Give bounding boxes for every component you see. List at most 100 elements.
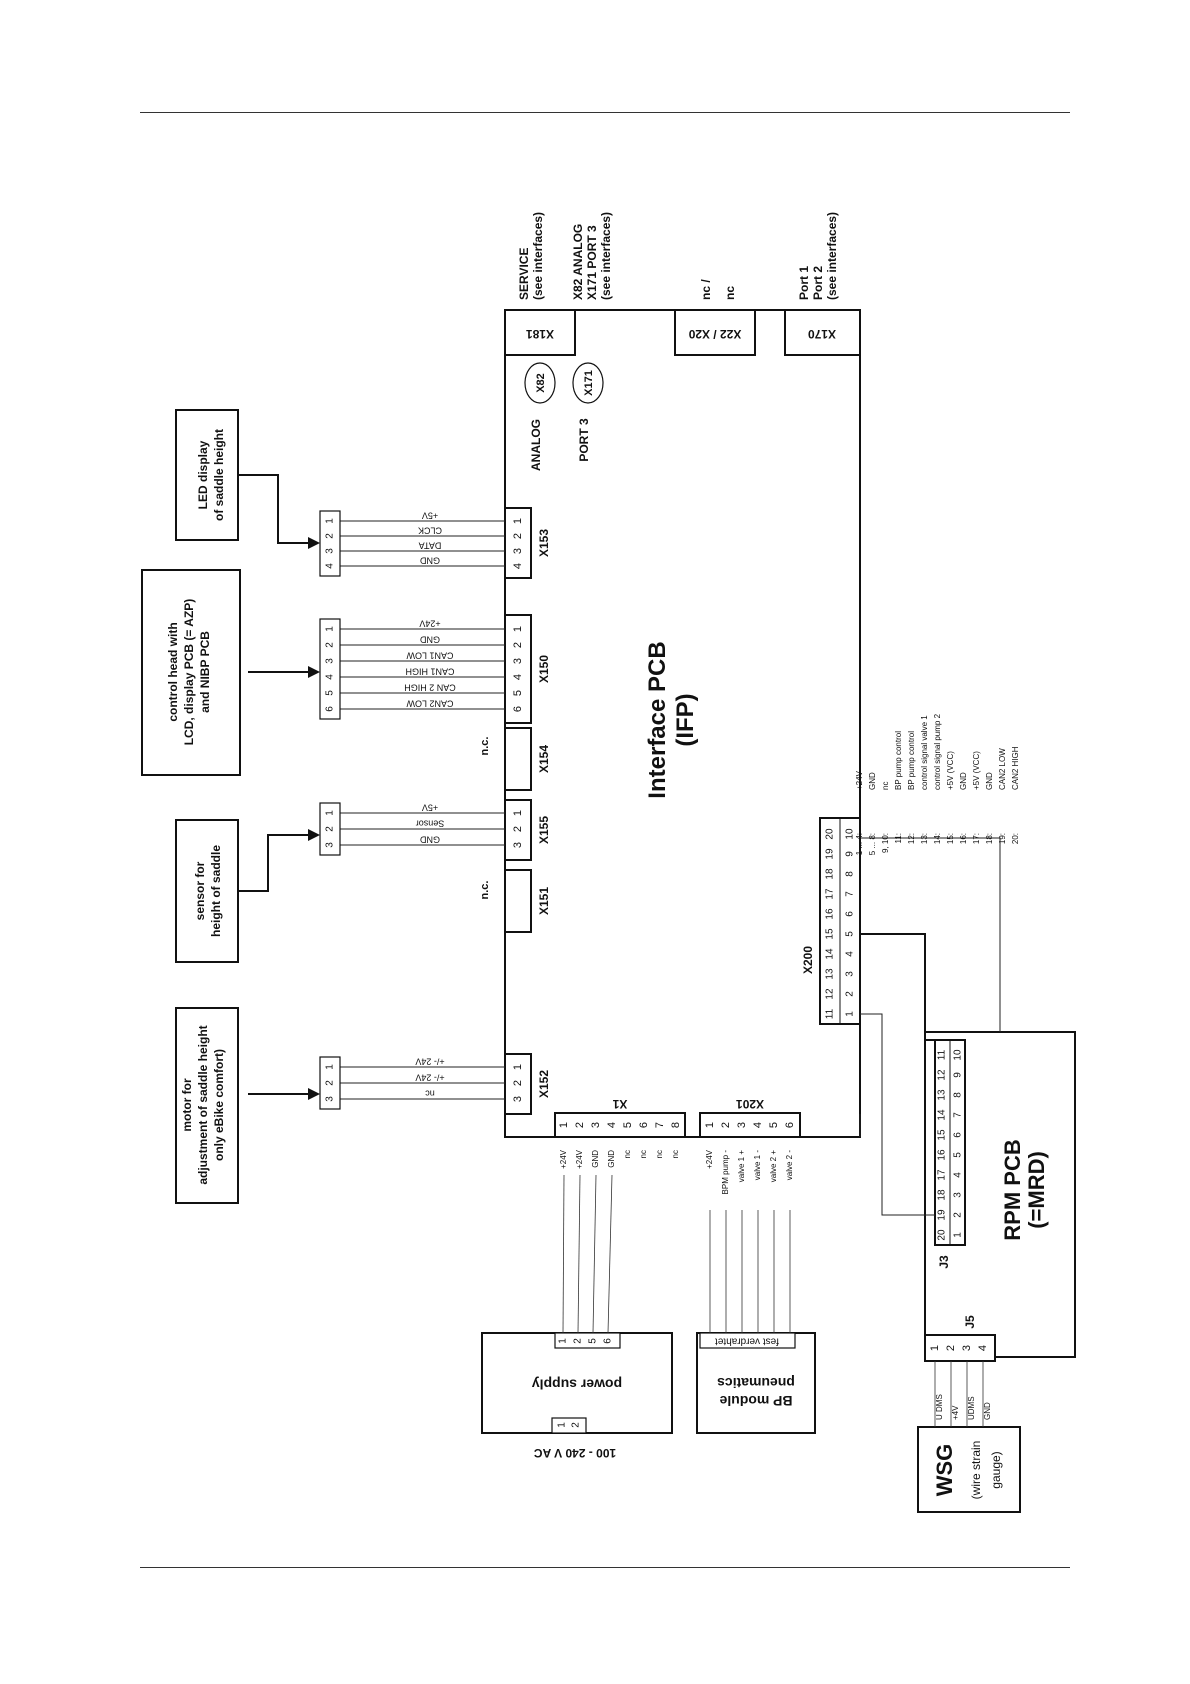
svg-text:nc: nc bbox=[723, 286, 737, 300]
j3-pin-14: 14 bbox=[937, 1109, 948, 1121]
legend-signal-0: +24V bbox=[855, 770, 864, 790]
x153-ext-pin-4: 4 bbox=[325, 563, 336, 569]
x155-pin-2: 2 bbox=[512, 826, 524, 832]
x150-pin-2: 2 bbox=[512, 642, 524, 648]
x1-pin-1: 1 bbox=[558, 1122, 570, 1128]
svg-text:RPM PCB: RPM PCB bbox=[1000, 1139, 1025, 1240]
x1-ps-wire-2 bbox=[577, 1174, 581, 1334]
x150-ext-strip bbox=[319, 618, 341, 720]
x152-pin-2: 2 bbox=[512, 1080, 524, 1086]
x150-pin-5: 5 bbox=[512, 690, 524, 696]
x200-pin-2: 2 bbox=[845, 991, 856, 997]
ps-out-pin-5: 5 bbox=[588, 1338, 599, 1344]
x200-pin-14: 14 bbox=[825, 948, 836, 960]
x150-signal-4: CAN1 HIGH bbox=[405, 667, 454, 677]
svg-text:(see interfaces): (see interfaces) bbox=[531, 212, 545, 300]
x153-ext-pin-1: 1 bbox=[325, 518, 336, 524]
x1-pin-6: 6 bbox=[638, 1122, 650, 1128]
connector-j5 bbox=[924, 1334, 996, 1362]
x152-ext-pin-2: 2 bbox=[325, 1080, 336, 1086]
x150-ext-pin-1: 1 bbox=[325, 626, 336, 632]
wsg-signal-4: GND bbox=[983, 1402, 992, 1420]
x201-pin-1: 1 bbox=[704, 1122, 716, 1128]
x170-description: Port 1 Port 2 (see interfaces) bbox=[797, 212, 839, 300]
svg-text:control head with: control head with bbox=[166, 622, 180, 721]
legend-pin-5: 13: bbox=[920, 833, 929, 844]
x150-signal-2: GND bbox=[420, 635, 441, 645]
x1-pin-8: 8 bbox=[670, 1122, 682, 1128]
x153-ext-pin-2: 2 bbox=[325, 533, 336, 539]
x181-description: SERVICE (see interfaces) bbox=[517, 212, 545, 300]
x200-pin-16: 16 bbox=[825, 908, 836, 920]
x200-pin-4: 4 bbox=[845, 951, 856, 957]
x155-signal-3: GND bbox=[420, 835, 441, 845]
x155-ext-pin-1: 1 bbox=[325, 810, 336, 816]
x1-pin-3: 3 bbox=[590, 1122, 602, 1128]
x201-signal-1: +24V bbox=[705, 1149, 714, 1169]
legend-pin-2: 9, 10: bbox=[881, 833, 890, 853]
x153-label: X153 bbox=[537, 529, 551, 557]
x1-signal-5: nc bbox=[623, 1150, 632, 1158]
connector-x155 bbox=[504, 799, 532, 861]
led-display-text: LED display of saddle height bbox=[196, 429, 226, 521]
x153-pin-4: 4 bbox=[512, 563, 524, 569]
x150-pin-6: 6 bbox=[512, 706, 524, 712]
x1-signal-4: GND bbox=[607, 1150, 616, 1168]
j3-pin-13: 13 bbox=[937, 1089, 948, 1101]
svg-text:Port 1: Port 1 bbox=[797, 266, 811, 300]
x200-pin-5: 5 bbox=[845, 931, 856, 937]
x200-pin-11: 11 bbox=[825, 1008, 836, 1019]
legend-pin-6: 14: bbox=[933, 833, 942, 844]
x200-pin-15: 15 bbox=[825, 928, 836, 940]
x155-ext-strip bbox=[319, 802, 341, 856]
x150-signal-6: CAN2 LOW bbox=[406, 699, 454, 709]
svg-text:(wire strain: (wire strain bbox=[969, 1441, 983, 1500]
x82-ellipse-label: X82 bbox=[535, 373, 547, 393]
x171-ellipse-label: X171 bbox=[583, 370, 595, 396]
x171-ellipse bbox=[572, 362, 604, 404]
x150-label: X150 bbox=[537, 655, 551, 683]
ps-in-pin-2: 2 bbox=[571, 1422, 582, 1428]
x1-ps-wire-1 bbox=[562, 1174, 565, 1334]
x154-label: X154 bbox=[537, 745, 551, 773]
connector-x22-x20 bbox=[674, 309, 756, 356]
svg-text:adjustment of saddle height: adjustment of saddle height bbox=[196, 1025, 210, 1184]
x201-pin-6: 6 bbox=[784, 1122, 796, 1128]
legend-signal-9: +5V (VCC) bbox=[972, 751, 981, 790]
x155-ext-pin-2: 2 bbox=[325, 826, 336, 832]
j5-pin-3: 3 bbox=[961, 1345, 973, 1351]
legend-signal-4: BP pump control bbox=[907, 731, 916, 790]
j3-pin-9: 9 bbox=[953, 1072, 964, 1078]
x201-pin-5: 5 bbox=[768, 1122, 780, 1128]
x155-signal-2: Sensor bbox=[416, 819, 445, 829]
port3-label: PORT 3 bbox=[577, 418, 591, 462]
svg-text:motor for: motor for bbox=[180, 1078, 194, 1132]
x153-signal-4: GND bbox=[420, 556, 441, 566]
legend-pin-3: 11: bbox=[894, 833, 903, 844]
wsg-signal-2: +4V bbox=[951, 1405, 960, 1420]
x200-pin-7: 7 bbox=[845, 891, 856, 897]
x201-signal-2: BPM pump - bbox=[721, 1150, 730, 1195]
analog-label: ANALOG bbox=[529, 419, 543, 471]
j3-pin-3: 3 bbox=[953, 1192, 964, 1198]
x155-pin-1: 1 bbox=[512, 810, 524, 816]
x201-pin-3: 3 bbox=[736, 1122, 748, 1128]
svg-text:(=MRD): (=MRD) bbox=[1024, 1151, 1049, 1229]
x155-signal-1: +5V bbox=[422, 803, 438, 813]
j3-pin-7: 7 bbox=[953, 1112, 964, 1118]
control-head-arrowhead bbox=[308, 666, 320, 678]
x1-ps-wire-5 bbox=[592, 1174, 597, 1334]
x155-label: X155 bbox=[537, 816, 551, 844]
svg-text:LED display: LED display bbox=[196, 440, 210, 509]
x150-ext-pin-5: 5 bbox=[325, 690, 336, 696]
x152-signal-1: +/- 24V bbox=[415, 1057, 444, 1067]
j3-pin-1: 1 bbox=[953, 1232, 964, 1238]
x201-pin-4: 4 bbox=[752, 1122, 764, 1128]
x153-signal-3: DATA bbox=[419, 541, 442, 551]
svg-text:gauge): gauge) bbox=[989, 1451, 1003, 1488]
x82-ellipse bbox=[524, 362, 556, 404]
x200-label: X200 bbox=[801, 946, 815, 974]
power-supply-out-connector bbox=[554, 1332, 621, 1349]
x1-signal-8: nc bbox=[671, 1150, 680, 1158]
bp-module-box bbox=[696, 1332, 816, 1434]
